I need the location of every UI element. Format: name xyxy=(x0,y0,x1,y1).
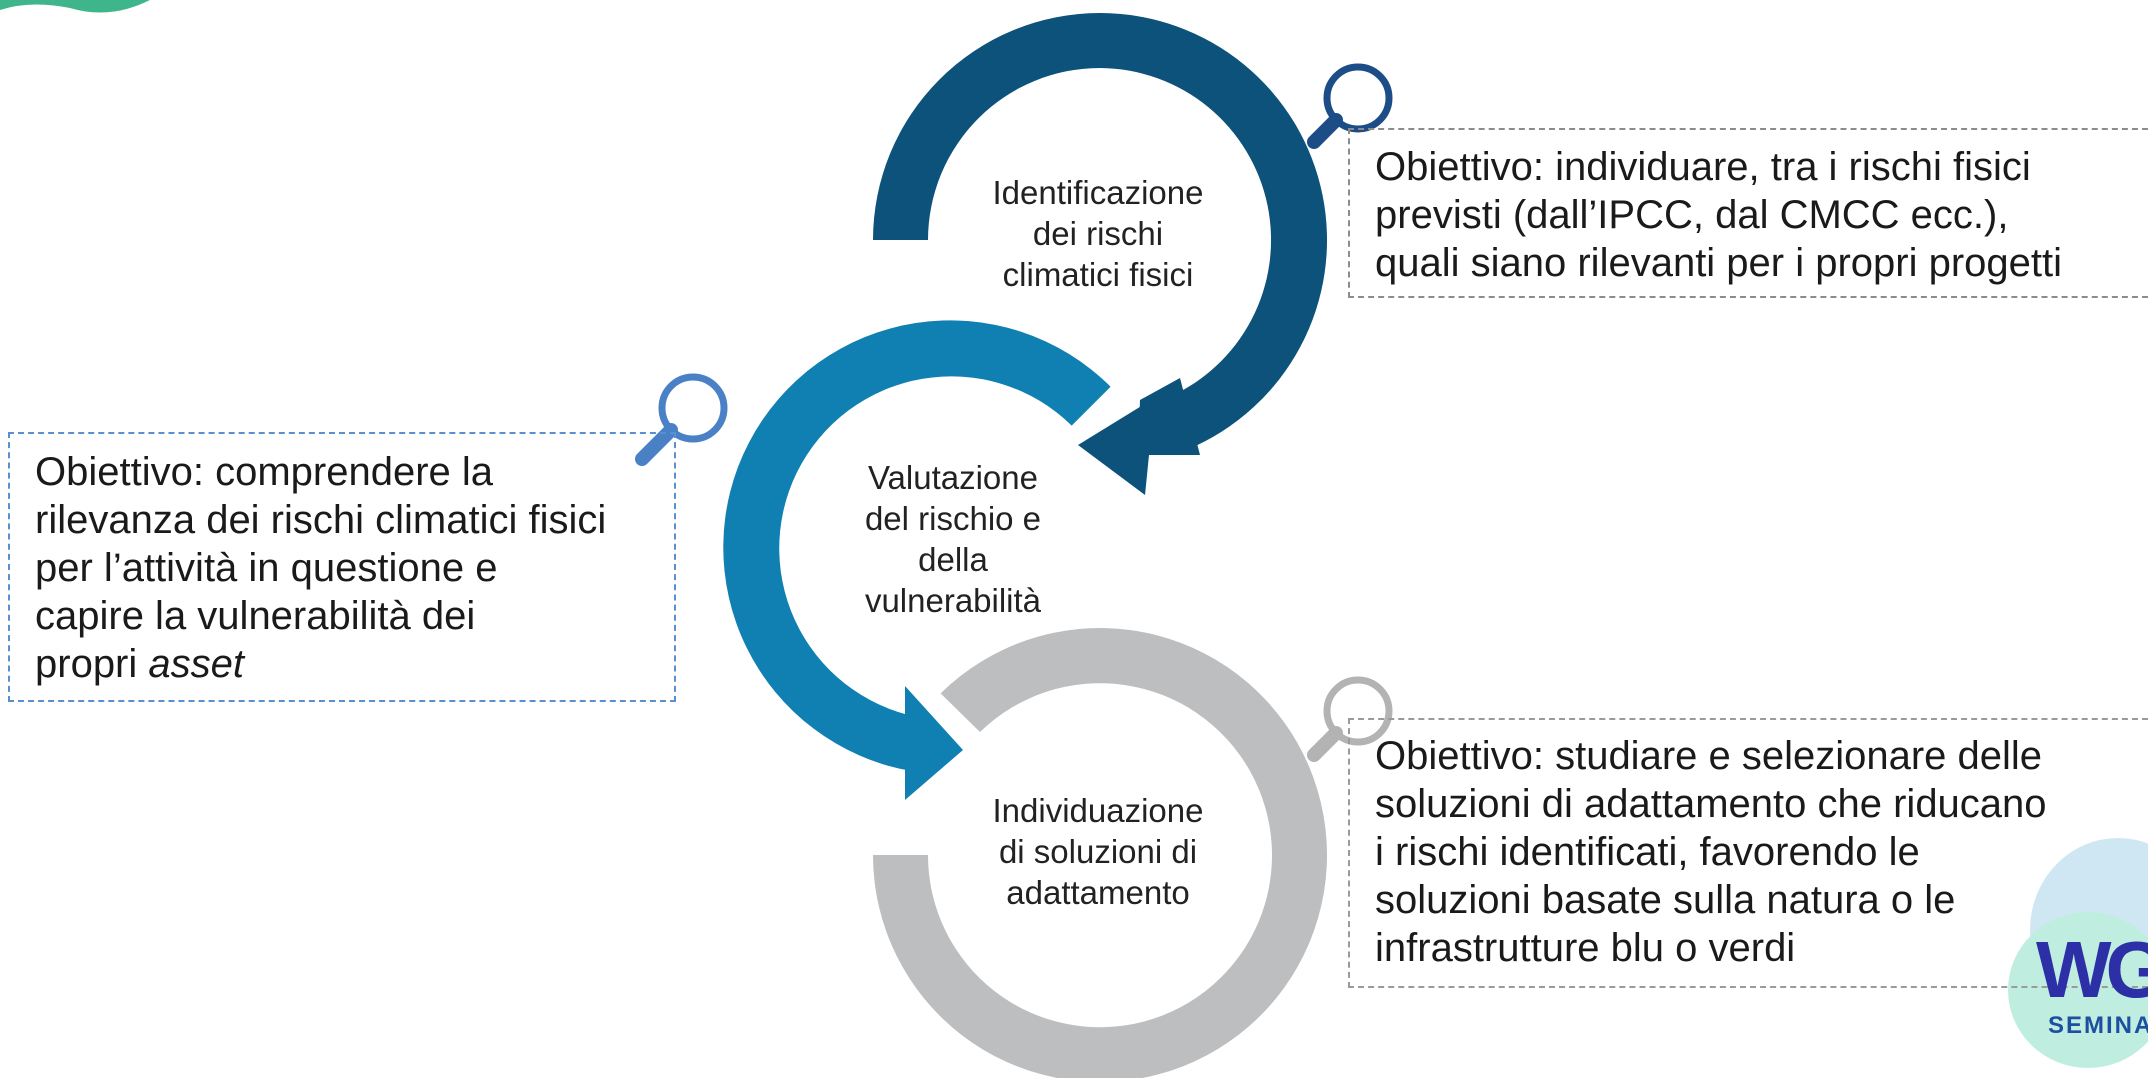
note-line: quali siano rilevanti per i propri proge… xyxy=(1375,241,2063,285)
objective-note-1: Obiettivo: individuare, tra i rischi fis… xyxy=(1348,128,2148,298)
logo-subtext: SEMINA xyxy=(2048,1012,2148,1039)
step-2-arrow xyxy=(723,320,1111,800)
note-text: propri xyxy=(35,642,149,686)
note-line: soluzioni di adattamento che riducano xyxy=(1375,782,2047,826)
step-3-label: Individuazione di soluzioni di adattamen… xyxy=(992,792,1204,911)
note-line: propri asset xyxy=(35,640,674,688)
note-line: infrastrutture blu o verdi xyxy=(1375,926,1796,970)
note-line: capire la vulnerabilità dei xyxy=(35,594,476,638)
step-1-arrow xyxy=(873,12,1328,495)
seminar-logo xyxy=(2008,838,2148,1068)
note-line: Obiettivo: comprendere la xyxy=(35,450,494,494)
corner-decoration xyxy=(0,0,150,13)
logo-text: WG xyxy=(2036,925,2148,1014)
step-2-label: Valutazione del rischio e della vulnerab… xyxy=(864,459,1042,619)
step-1-label: Identificazione dei rischi climatici fis… xyxy=(992,174,1204,293)
note-line: Obiettivo: individuare, tra i rischi fis… xyxy=(1375,145,2031,189)
magnifier-icon xyxy=(1307,676,1393,762)
note-line: rilevanza dei rischi climatici fisici xyxy=(35,498,607,542)
note-line: i rischi identificati, favorendo le xyxy=(1375,830,1920,874)
note-italic-text: asset xyxy=(148,642,244,686)
note-line: previsti (dall’IPCC, dal CMCC ecc.), xyxy=(1375,193,2009,237)
objective-note-3: Obiettivo: studiare e selezionare delle … xyxy=(1348,718,2148,988)
magnifier-icon xyxy=(635,373,728,466)
magnifier-icon xyxy=(1307,63,1393,149)
note-line: per l’attività in questione e xyxy=(35,546,498,590)
note-line: Obiettivo: studiare e selezionare delle xyxy=(1375,734,2043,778)
objective-note-2: Obiettivo: comprendere la rilevanza dei … xyxy=(8,432,676,702)
note-line: soluzioni basate sulla natura o le xyxy=(1375,878,1956,922)
